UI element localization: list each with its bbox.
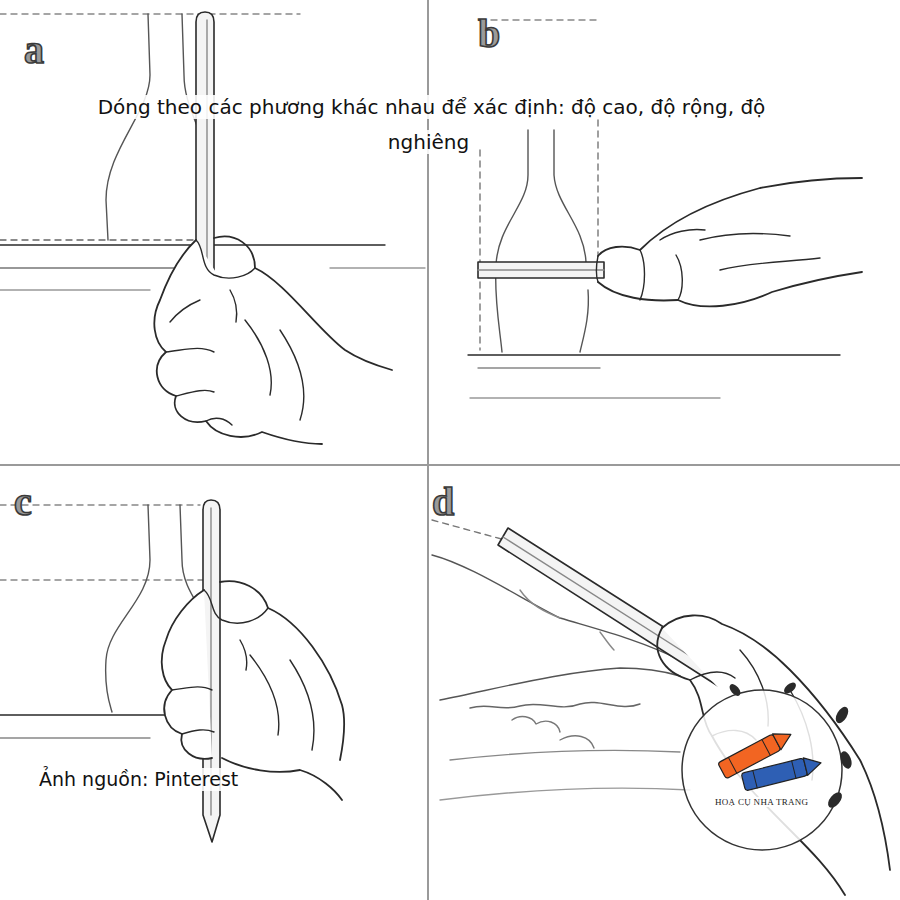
panel-letter: b — [478, 14, 500, 54]
caption-text: Ảnh nguồn: Pinterest — [36, 768, 241, 791]
title-text: Dóng theo các phương khác nhau để xác đị… — [95, 95, 766, 154]
watermark-text: HOẠ CỤ NHA TRANG — [713, 797, 810, 807]
panel-letter: c — [14, 482, 32, 522]
title-block: Dóng theo các phương khác nhau để xác đị… — [80, 90, 780, 160]
watermark-logo — [682, 680, 854, 850]
panel-letter: d — [432, 482, 454, 522]
panel-letter: a — [24, 30, 44, 70]
